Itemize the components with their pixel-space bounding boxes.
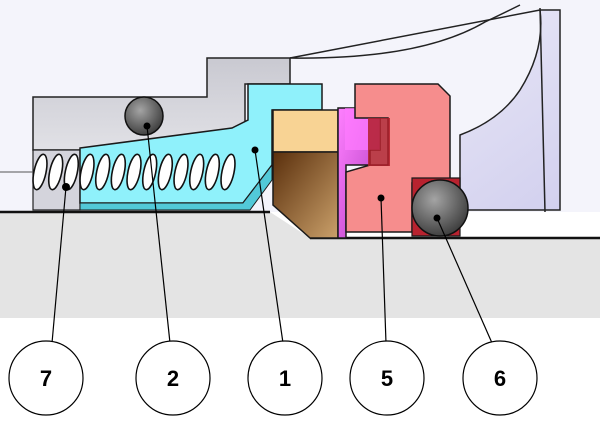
callout-1: 1 xyxy=(247,340,323,416)
callout-label-6: 6 xyxy=(494,366,506,391)
spring-coils xyxy=(32,153,236,191)
callout-circle-1 xyxy=(247,340,323,416)
volute-inner-curve xyxy=(289,4,521,59)
callout-circle-2 xyxy=(135,340,211,416)
spring-assembly xyxy=(32,153,236,191)
spring-coil xyxy=(188,153,205,191)
spring-coil xyxy=(220,153,236,191)
callout-bubbles: 7 2 1 5 6 xyxy=(8,340,538,416)
callout-label-1: 1 xyxy=(279,366,291,391)
spring-coil xyxy=(94,153,111,191)
leader-line-7 xyxy=(51,186,67,344)
spring-coil xyxy=(173,153,189,191)
o-ring-lower xyxy=(411,179,469,237)
gland-inner-groove xyxy=(368,118,390,166)
leader-line-2 xyxy=(146,125,171,344)
leader-line-5 xyxy=(380,197,387,344)
callout-circle-6 xyxy=(462,340,538,416)
callout-5: 5 xyxy=(349,340,425,416)
leader-line-6 xyxy=(436,217,493,344)
callout-circle-5 xyxy=(349,340,425,416)
spring-coil xyxy=(204,153,221,191)
callout-7: 7 xyxy=(8,340,84,416)
seal-faces xyxy=(272,109,339,239)
o-ring-upper xyxy=(124,96,164,136)
carbon-ring xyxy=(272,151,339,239)
callout-6: 6 xyxy=(462,340,538,416)
callout-2: 2 xyxy=(135,340,211,416)
spring-coil xyxy=(110,153,127,191)
stationary-face-ring xyxy=(272,109,339,153)
spring-coil xyxy=(47,153,64,191)
spring-coil xyxy=(79,153,95,191)
callout-circle-7 xyxy=(8,340,84,416)
spring-coil xyxy=(157,153,174,191)
leader-lines xyxy=(51,125,493,344)
callout-label-2: 2 xyxy=(167,366,179,391)
leader-line-1 xyxy=(254,149,284,344)
shaft xyxy=(0,210,600,318)
spring-coil xyxy=(32,153,48,191)
callout-label-7: 7 xyxy=(40,366,52,391)
volute-edge-line xyxy=(539,7,546,213)
pusher-sleeve-shadow xyxy=(79,163,273,211)
spring-coil xyxy=(126,153,142,191)
callout-label-5: 5 xyxy=(381,366,393,391)
